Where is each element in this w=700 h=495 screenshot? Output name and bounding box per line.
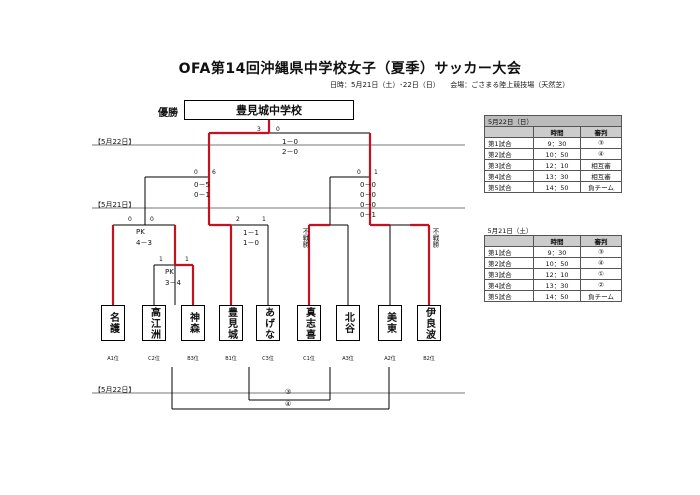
sf1-score-left: 0 [194, 169, 198, 176]
schedule-21-referee: ① [580, 268, 622, 280]
schedule-22-referee: 相互審 [580, 159, 622, 171]
schedule-22-referee: 負チーム [580, 181, 622, 193]
sf2-score-2: 0－0 [360, 191, 376, 199]
schedule-22-row: 第2試合 [484, 148, 534, 160]
qf1-score-right: 0 [150, 216, 154, 223]
schedule-21-referee: 負チーム [580, 290, 622, 302]
sf1-score-right: 6 [212, 169, 216, 176]
schedule-21-date: 5月21日（土） [487, 227, 533, 235]
seed-takaesu: C2位 [148, 356, 160, 362]
schedule-21-time: 14：50 [533, 290, 581, 302]
schedule-22-row: 第1試合 [484, 137, 534, 149]
qf2-score-1: 1－1 [243, 229, 259, 237]
schedule-22-header-1: 時間 [533, 126, 581, 138]
team-agena: あげな [256, 305, 280, 341]
schedule-21-time: 12：10 [533, 268, 581, 280]
r1-score-right: 1 [185, 256, 189, 263]
schedule-21-referee: ③ [580, 246, 622, 258]
schedule-21-header-2: 審判 [580, 235, 622, 247]
date-label-22-bottom: 【5月22日】 [94, 386, 136, 394]
schedule-22-header-2: 審判 [580, 126, 622, 138]
seed-chatan: A3位 [342, 356, 354, 362]
qf2-score-left: 2 [236, 216, 240, 223]
team-mito: 美東 [378, 305, 402, 341]
qf3-walkover: 不戦勝 [301, 228, 309, 248]
final-score-right: 0 [276, 126, 280, 133]
final-score-1: 1－0 [282, 138, 298, 146]
schedule-22-time: 10：50 [533, 148, 581, 160]
r1-score-left: 1 [159, 256, 163, 263]
schedule-22-row: 第4試合 [484, 170, 534, 182]
schedule-22-date: 5月22日（日） [484, 115, 622, 127]
qf1-pk-score: 4－3 [136, 239, 152, 247]
qf2-score-right: 1 [262, 216, 266, 223]
sf1-score-2: 0－1 [194, 191, 210, 199]
schedule-21-time: 13：30 [533, 279, 581, 291]
seed-iraha: B2位 [423, 356, 435, 362]
schedule-21-row: 第4試合 [484, 279, 534, 291]
sf2-score-4: 0－1 [360, 211, 376, 219]
qf1-score-left: 0 [128, 216, 132, 223]
date-label-22: 【5月22日】 [94, 138, 136, 146]
sf1-score-1: 0－5 [194, 181, 210, 189]
schedule-22-row: 第3試合 [484, 159, 534, 171]
schedule-21-row: 第2試合 [484, 257, 534, 269]
schedule-21-referee: ② [580, 279, 622, 291]
sf2-score-right: 1 [374, 169, 378, 176]
qf4-walkover: 不戦勝 [431, 228, 439, 248]
fourth-match: ④ [285, 400, 292, 408]
team-nago: 名護 [101, 305, 125, 341]
schedule-22-time: 13：30 [533, 170, 581, 182]
page-title: OFA第14回沖縄県中学校女子（夏季）サッカー大会 [178, 61, 522, 77]
schedule-21-header-1: 時間 [533, 235, 581, 247]
schedule-22-referee: ③ [580, 137, 622, 149]
schedule-21-time: 10：50 [533, 257, 581, 269]
schedule-21-referee: ④ [580, 257, 622, 269]
schedule-22-time: 9：30 [533, 137, 581, 149]
qf1-pk-label: PK [136, 228, 145, 236]
team-takaesu: 高江洲 [142, 305, 166, 341]
third-place-match: ③ [285, 388, 292, 396]
schedule-22-referee: ④ [580, 148, 622, 160]
r1-pk-score: 3－4 [165, 279, 181, 287]
schedule-21-row: 第3試合 [484, 268, 534, 280]
date-label-21: 【5月21日】 [94, 201, 136, 209]
team-mashiki: 真志喜 [297, 305, 321, 341]
schedule-22-referee: 相互審 [580, 170, 622, 182]
seed-mito: A2位 [384, 356, 396, 362]
team-tomigusuku: 豊見城 [219, 305, 243, 341]
seed-tomigusuku: B1位 [225, 356, 237, 362]
schedule-21-header-0 [484, 235, 534, 247]
schedule-21-row: 第1試合 [484, 246, 534, 258]
schedule-22-header-0 [484, 126, 534, 138]
schedule-21-row: 第5試合 [484, 290, 534, 302]
winner-label: 優勝 [158, 108, 178, 119]
schedule-22-time: 14：50 [533, 181, 581, 193]
team-chatan: 北谷 [336, 305, 360, 341]
seed-nago: A1位 [107, 356, 119, 362]
schedule-21-time: 9：30 [533, 246, 581, 258]
team-iraha: 伊良波 [417, 305, 441, 341]
final-score-2: 2－0 [282, 148, 298, 156]
seed-kamimori: B3位 [187, 356, 199, 362]
final-score-left: 3 [257, 126, 261, 133]
schedule-22-row: 第5試合 [484, 181, 534, 193]
winner-name: 豊見城中学校 [184, 100, 354, 120]
sf2-score-1: 0－0 [360, 181, 376, 189]
schedule-22-time: 12：10 [533, 159, 581, 171]
event-info: 日時：5月21日（土）･22日（日） 会場：ごさまる陸上競技場（天然芝） [330, 81, 570, 89]
sf2-score-3: 0－0 [360, 201, 376, 209]
qf2-score-2: 1－0 [243, 239, 259, 247]
seed-mashiki: C1位 [303, 356, 315, 362]
r1-pk-label: PK [165, 268, 174, 276]
team-kamimori: 神森 [181, 305, 205, 341]
sf2-score-left: 0 [357, 169, 361, 176]
seed-agena: C3位 [262, 356, 274, 362]
